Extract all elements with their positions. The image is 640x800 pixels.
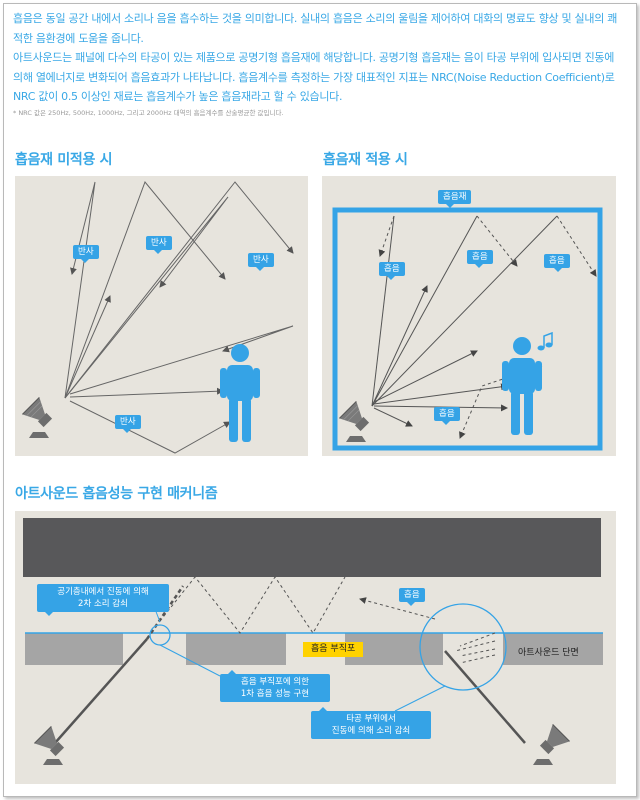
reflection-tag-2: 반사: [146, 236, 172, 254]
person-icon: [502, 337, 542, 435]
fabric-label: 흡음 부직포: [303, 642, 364, 657]
mechanism-panel: 공기층내에서 진동에 의해 2차 소리 감쇠 흡음 흡음 부직포 아트사운드 단…: [15, 511, 616, 784]
right-panel-title: 흡음재 적용 시: [323, 152, 408, 168]
nrc-footnote: * NRC 값은 250Hz, 500Hz, 1000Hz, 그리고 2000H…: [13, 108, 284, 117]
first-absorb-tag-line-1: 흡음 부직포에 의한: [241, 677, 309, 687]
absorber-material-tag: 흡음재: [438, 190, 472, 208]
first-absorb-tag-line-2: 1차 흡음 성능 구현: [240, 689, 310, 699]
reflection-tag-4: 반사: [115, 415, 141, 433]
intro-paragraph-2: 아트사운드는 패널에 다수의 타공이 있는 제품으로 공명기형 흡음재에 해당합…: [13, 51, 615, 103]
perforation-tag-line-1: 타공 부위에서: [346, 714, 396, 724]
focus-circle-large: [419, 603, 507, 691]
left-panel-title: 흡음재 미적용 시: [15, 152, 113, 168]
first-absorb-tag: 흡음 부직포에 의한 1차 흡음 성능 구현: [220, 670, 330, 702]
absorber-wall: [332, 207, 603, 451]
air-layer-tag-line-2: 2차 소리 감쇠: [78, 599, 128, 609]
section-label: 아트사운드 단면: [518, 648, 579, 658]
absorb-tag-4: 흡음: [434, 407, 460, 425]
absorption-diagram: [332, 207, 603, 451]
reflection-rays: [64, 181, 294, 454]
no-absorber-panel: 반사 반사 반사 반사: [15, 176, 308, 456]
intro-paragraph-1: 흡음은 동일 공간 내에서 소리나 음을 흡수하는 것을 의미합니다. 실내의 …: [13, 12, 618, 45]
music-note-icon: [537, 331, 553, 351]
air-layer-tag: 공기층내에서 진동에 의해 2차 소리 감쇠: [37, 584, 169, 616]
air-layer-tag-line-1: 공기층내에서 진동에 의해: [57, 587, 149, 597]
with-absorber-panel: 흡음재 흡음 흡음 흡음 흡음: [322, 176, 616, 456]
intro-text: 흡음은 동일 공간 내에서 소리나 음을 흡수하는 것을 의미합니다. 실내의 …: [13, 9, 625, 120]
focus-circle-small: [149, 624, 171, 646]
reflection-tag-1: 반사: [73, 245, 99, 263]
perforated-panel: [25, 632, 603, 665]
absorb-tag-2: 흡음: [467, 250, 493, 268]
mechanism-title: 아트사운드 흡음성능 구현 매커니즘: [15, 486, 218, 502]
mechanism-diagram: [23, 518, 603, 765]
speaker-icon: [339, 401, 370, 442]
perforation-tag: 타공 부위에서 진동에 의해 소리 감쇠: [311, 707, 431, 739]
ceiling: [23, 518, 601, 577]
speaker-icon: [22, 397, 53, 438]
absorb-tag-1: 흡음: [379, 262, 405, 280]
absorb-tag-3: 흡음: [544, 254, 570, 272]
perforation-tag-line-2: 진동에 의해 소리 감쇠: [331, 726, 411, 736]
speaker-icon-left: [34, 726, 65, 765]
mechanism-absorb-tag: 흡음: [399, 588, 425, 606]
reflection-diagram: [22, 181, 294, 454]
speaker-icon-right: [533, 724, 570, 765]
person-icon: [220, 344, 260, 442]
reflection-tag-3: 반사: [248, 253, 274, 271]
